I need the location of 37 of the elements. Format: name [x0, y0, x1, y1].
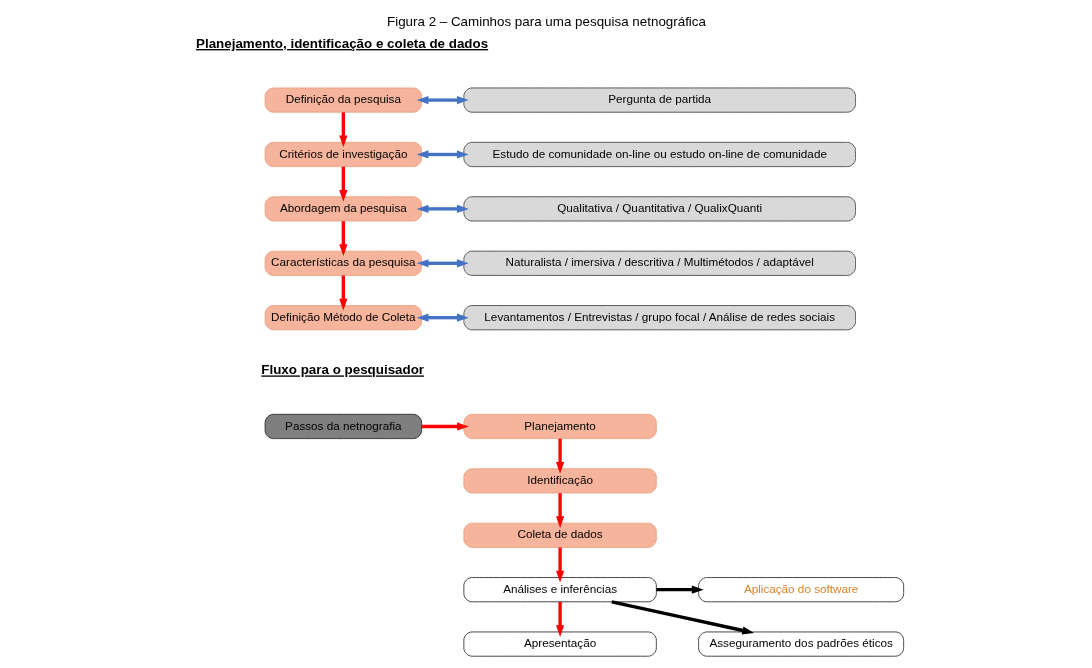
arrow: [421, 422, 469, 431]
label: Fluxo para o pesquisador: [260, 362, 424, 378]
arrow: [555, 547, 564, 583]
diagram-title: Figura 2 – Caminhos para uma pesquisa netnográfica: [386, 13, 706, 29]
arrow: [416, 313, 469, 322]
node-box: Identificação: [462, 468, 657, 494]
node-box: Planejamento: [462, 413, 657, 440]
node-box: Análises e inferências: [462, 577, 657, 603]
node-box: Critérios de investigação: [264, 141, 422, 168]
node-box: Apresentação: [462, 631, 657, 657]
node-box: Definição da pesquisa: [264, 87, 422, 113]
node-box: Estudo de comunidade on-line ou estudo on-line de comunidade: [462, 141, 856, 168]
node-box: Naturalista / imersiva / descritiva / Multimétodos / adaptável: [462, 250, 856, 276]
node-box: Passos da netnografia: [264, 413, 422, 440]
node-box: Aplicação do software: [697, 577, 904, 603]
arrow: [555, 601, 564, 637]
label: Planejamento, identificação e coleta de dados: [195, 36, 488, 52]
node-box: Definição Método de Coleta: [264, 305, 422, 331]
arrow: [610, 600, 754, 635]
node-box: Asseguramento dos padrões éticos: [697, 631, 904, 657]
arrow: [555, 438, 564, 474]
arrow: [338, 166, 347, 202]
node-box: Levantamentos / Entrevistas / grupo focal / Análise de redes sociais: [462, 305, 856, 331]
node-box: Pergunta de partida: [462, 87, 856, 113]
node-box: Qualitativa / Quantitativa / QualixQuanti: [462, 196, 856, 222]
arrow: [416, 204, 469, 213]
node-box: Abordagem da pesquisa: [264, 196, 422, 222]
node-box: Coleta de dados: [462, 522, 657, 548]
arrow: [416, 95, 469, 105]
arrow: [655, 585, 704, 594]
arrow: [555, 493, 564, 529]
arrow: [416, 150, 469, 159]
arrow: [338, 275, 347, 311]
arrow: [416, 259, 469, 268]
arrow: [338, 221, 347, 257]
node-box: Características da pesquisa: [264, 250, 422, 276]
arrow: [338, 112, 347, 148]
